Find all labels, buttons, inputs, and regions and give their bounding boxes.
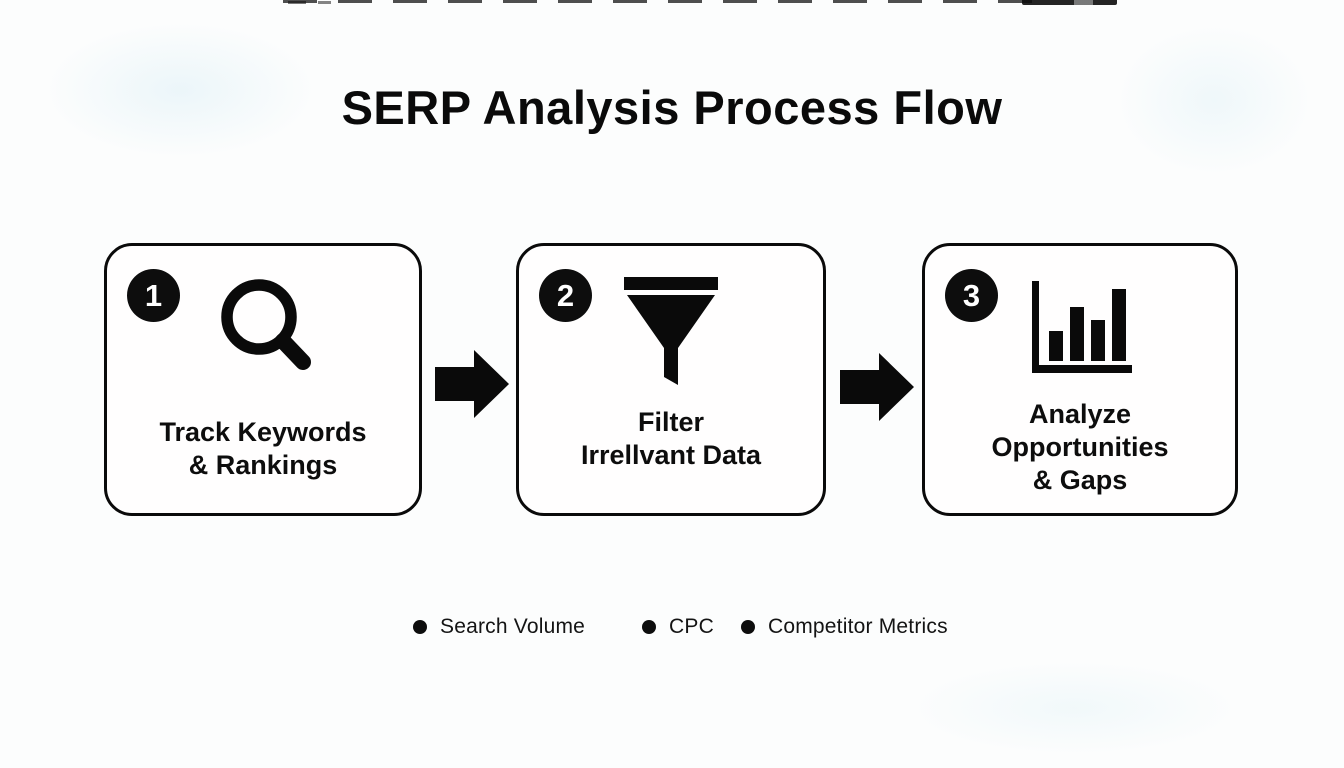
legend-label: Competitor Metrics <box>767 615 948 638</box>
step-number: 3 <box>962 277 981 313</box>
step-label: Filter Irrellvant Data <box>519 406 823 472</box>
step-label-line: Opportunities <box>991 432 1169 462</box>
step-label-line: Irrellvant Data <box>580 440 762 470</box>
scan-artifact-top <box>1022 0 1117 5</box>
step-label-line: Track Keywords <box>159 417 367 447</box>
arrow-right-icon <box>840 353 914 426</box>
step-label-line: & Rankings <box>188 450 338 480</box>
step-label-line: Analyze <box>1028 399 1132 429</box>
bar-chart-icon <box>925 279 1235 377</box>
step-number-badge: 1 <box>127 269 180 322</box>
step-label-line: & Gaps <box>1032 465 1128 495</box>
legend: Search Volume CPC Competitor Metrics <box>413 615 948 639</box>
step-box-track-keywords: 1 Track Keywords & Rankings <box>104 243 422 516</box>
legend-label: CPC <box>669 615 714 638</box>
search-icon <box>107 271 419 381</box>
step-label: Analyze Opportunities & Gaps <box>925 398 1235 497</box>
legend-label: Search Volume <box>440 615 586 638</box>
scan-artifact-top <box>288 1 306 4</box>
funnel-icon <box>519 277 823 389</box>
step-number: 2 <box>556 277 575 313</box>
step-number: 1 <box>144 277 163 313</box>
step-label: Track Keywords & Rankings <box>107 416 419 482</box>
step-number-badge: 2 <box>539 269 592 322</box>
step-box-analyze-opportunities: 3 Analyze Opportunities & Gaps <box>922 243 1238 516</box>
legend-item: CPC <box>642 615 714 639</box>
scan-artifact-top <box>318 1 331 4</box>
arrow-right-icon <box>435 350 509 423</box>
step-box-filter-data: 2 Filter Irrellvant Data <box>516 243 826 516</box>
step-number-badge: 3 <box>945 269 998 322</box>
scan-artifact-top <box>283 0 1043 3</box>
background-tint <box>864 648 1284 768</box>
legend-bullet-icon <box>740 620 755 634</box>
legend-item: Competitor Metrics <box>740 615 948 639</box>
step-label-line: Filter <box>637 407 704 437</box>
legend-bullet-icon <box>642 620 657 634</box>
page-title: SERP Analysis Process Flow <box>341 81 1003 134</box>
legend-item: Search Volume <box>413 615 585 639</box>
legend-bullet-icon <box>413 620 427 634</box>
